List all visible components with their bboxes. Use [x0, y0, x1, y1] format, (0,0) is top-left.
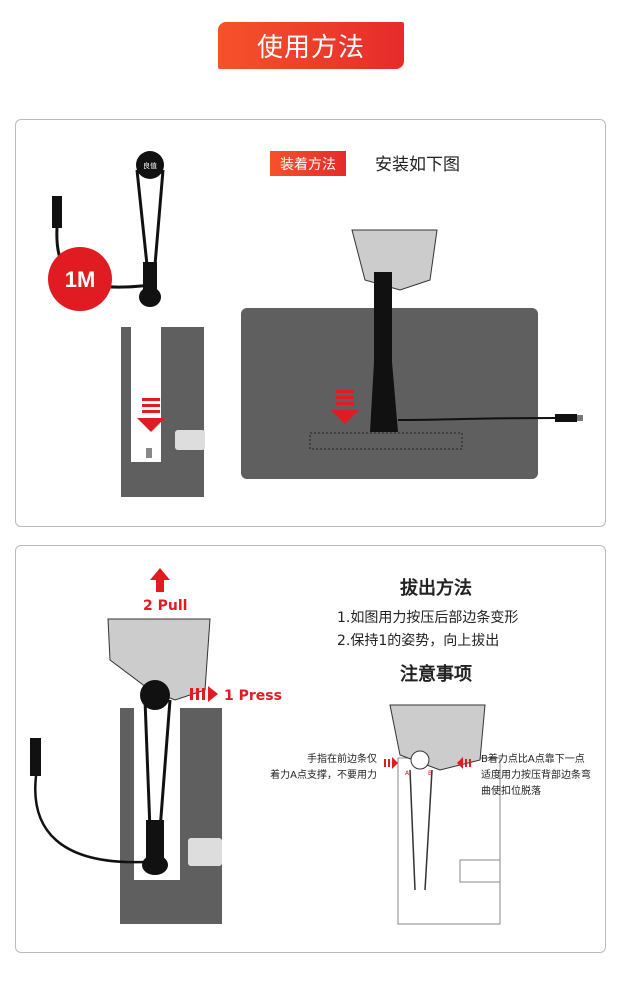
step-2: 2.保持1的姿势，向上拔出 — [337, 633, 500, 649]
point-b-label: B — [428, 770, 432, 777]
note-right: B着力点比A点靠下一点 适度用力按压背部边条弯 曲使扣位脱落 — [481, 752, 591, 800]
install-tag: 装着方法 — [270, 151, 346, 176]
remove-title: 拔出方法 — [400, 578, 472, 599]
pull-label: 2 Pull — [143, 598, 188, 614]
note-left-line: 着力A点支撑，不要用力 — [270, 770, 377, 781]
note-right-line: B着力点比A点靠下一点 — [481, 754, 585, 765]
note-right-line: 曲使扣位脱落 — [481, 786, 541, 797]
cable-length-badge: 1M — [65, 267, 96, 292]
point-a-label: A — [405, 770, 410, 777]
step-1: 1.如图用力按压后部边条变形 — [337, 610, 519, 626]
logo: 良值 — [143, 161, 157, 170]
press-label: 1 Press — [224, 688, 282, 704]
install-title: 安装如下图 — [375, 155, 460, 175]
notice-title: 注意事项 — [400, 664, 472, 685]
page-title: 使用方法 — [256, 33, 365, 63]
slot-illustration-1 — [121, 327, 205, 497]
notice-illustration: A B — [384, 704, 501, 925]
tool-illustration-1: 1M 良值 — [48, 151, 165, 311]
note-left-line: 手指在前边条仅 — [307, 754, 377, 765]
note-left: 手指在前边条仅 着力A点支撑，不要用力 — [270, 752, 377, 784]
remove-illustration — [30, 568, 222, 924]
page-title-banner: 使用方法 — [218, 22, 404, 69]
device-illustration — [241, 229, 583, 479]
remove-panel — [15, 545, 606, 953]
note-right-line: 适度用力按压背部边条弯 — [481, 770, 591, 781]
install-panel — [15, 119, 606, 527]
